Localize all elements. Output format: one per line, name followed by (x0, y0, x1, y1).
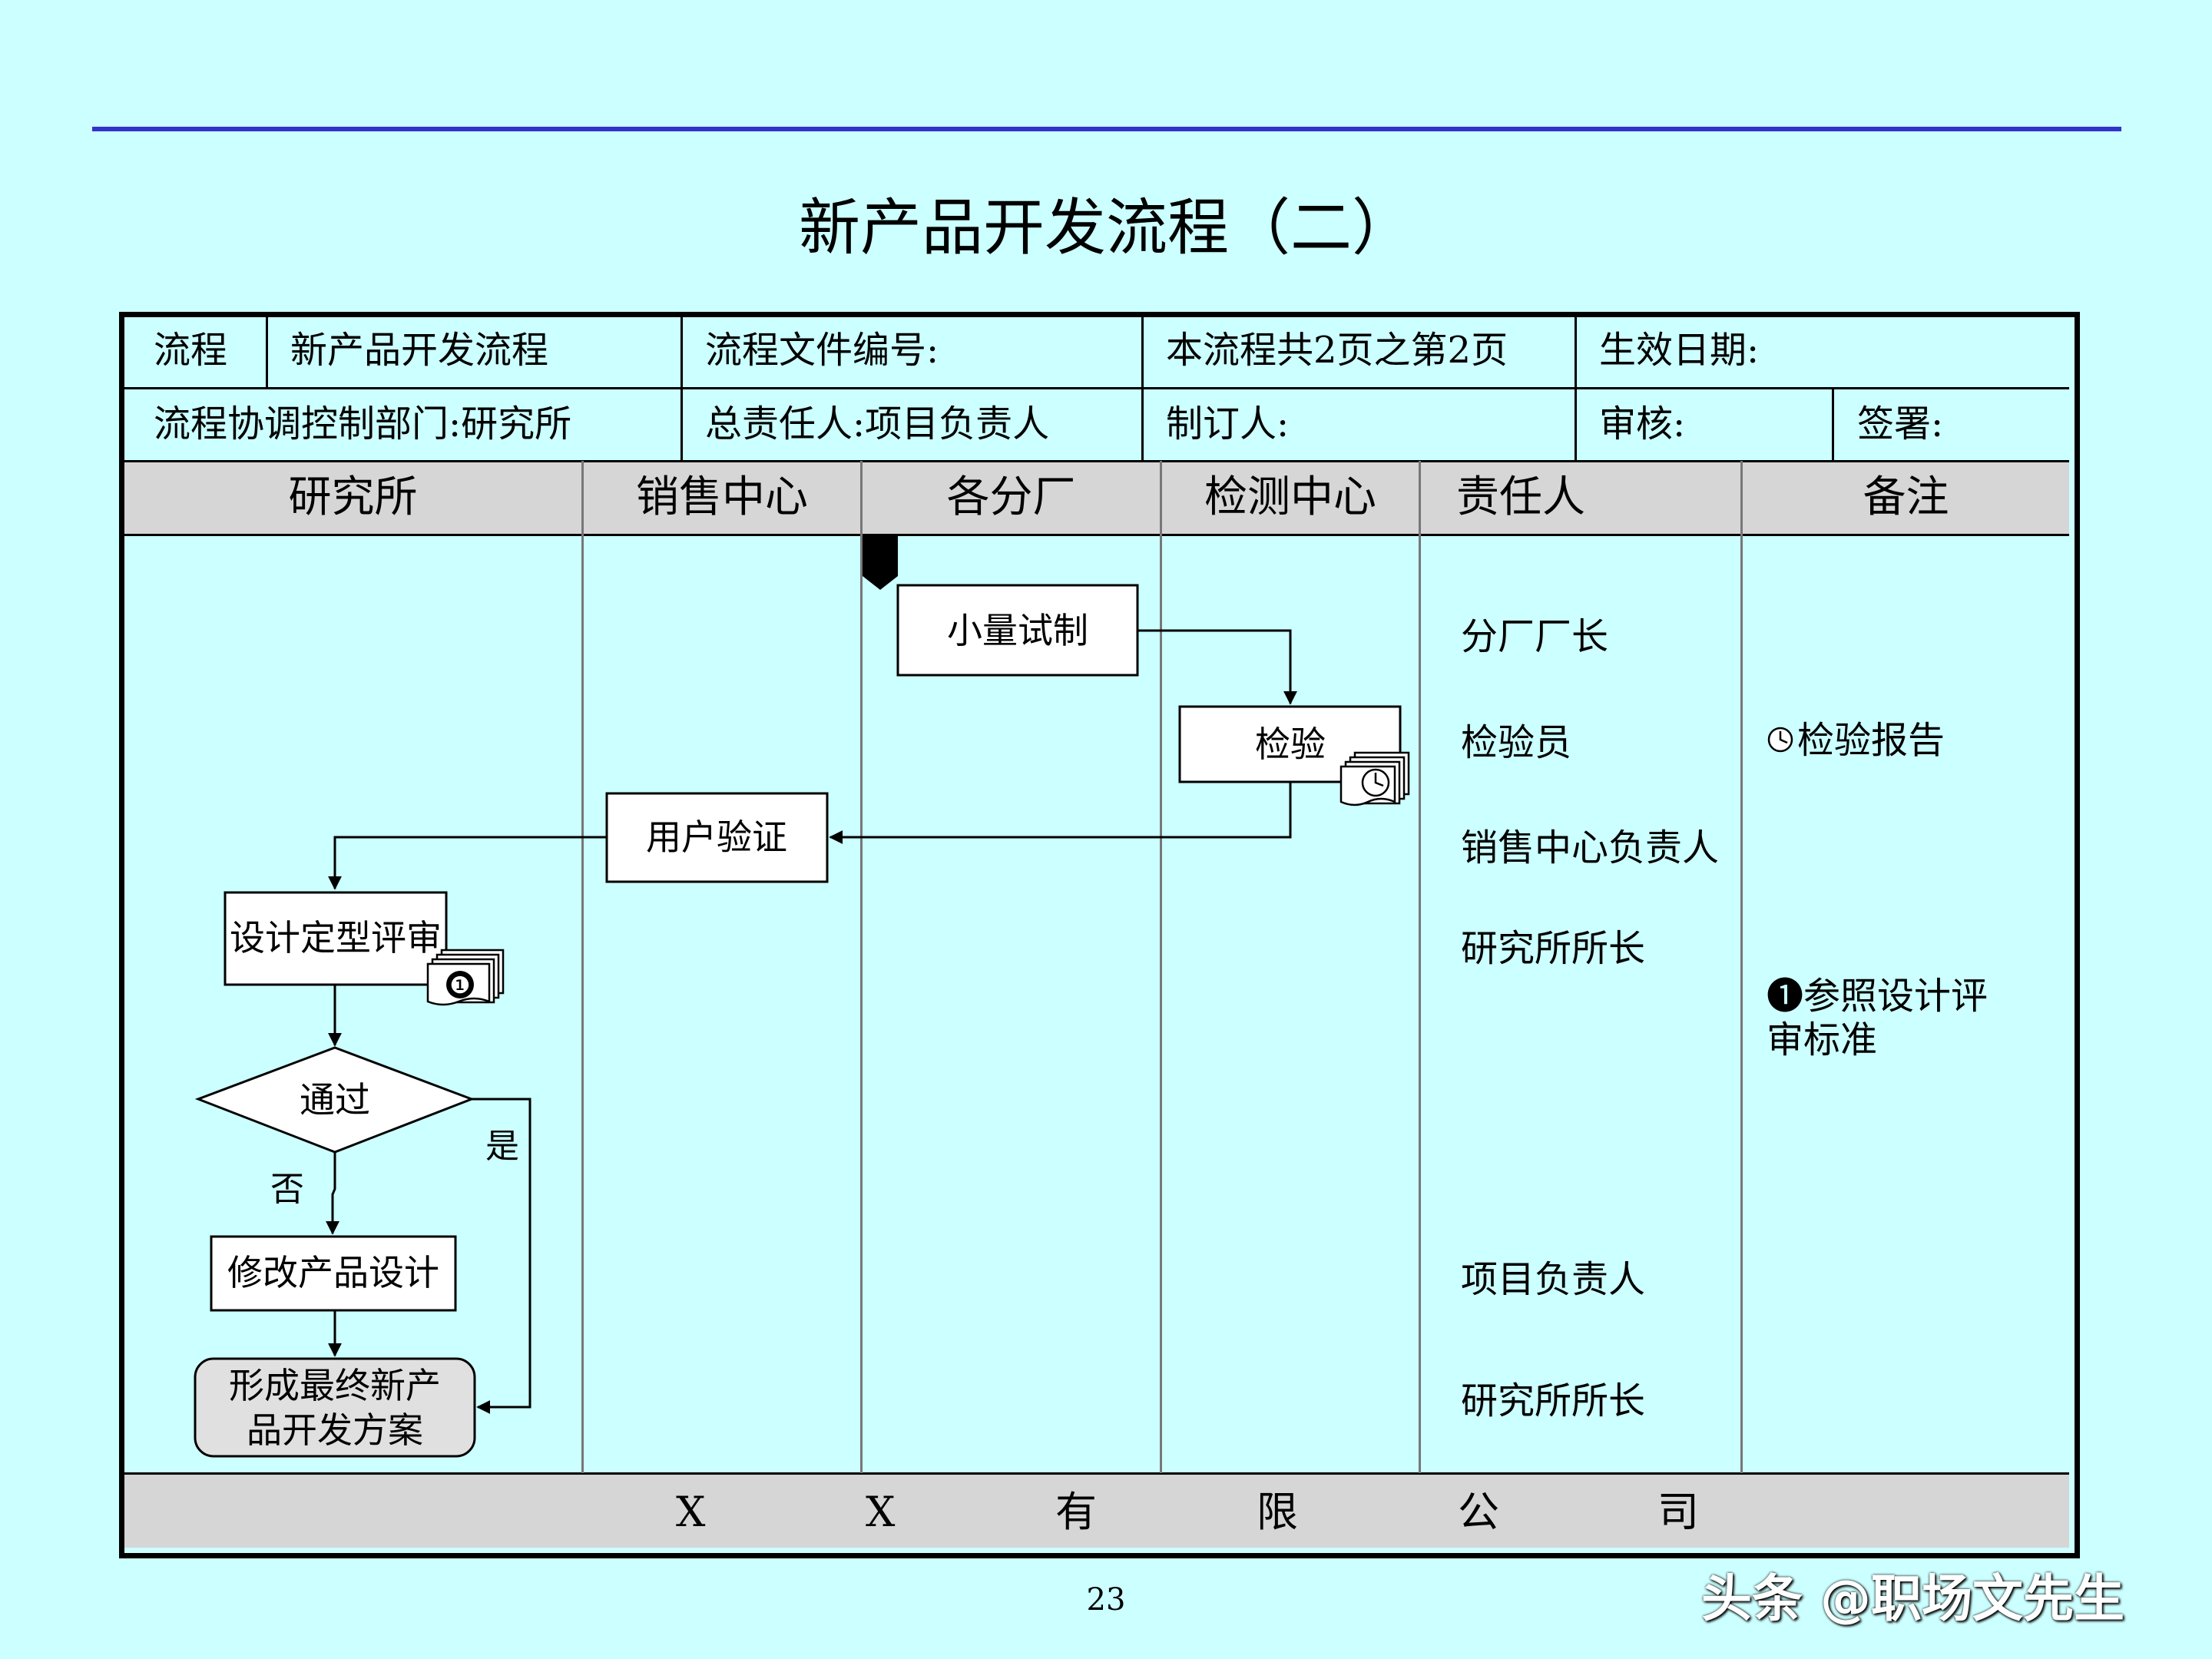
lane-divider (1419, 461, 1421, 1473)
page-number: 23 (1086, 1582, 1126, 1618)
info-page-count: 本流程共2页之第2页 (1166, 329, 1508, 372)
report-document-icon (1339, 751, 1410, 806)
footer-char: 限 (1257, 1488, 1298, 1536)
info-process-name: 新产品开发流程 (290, 329, 549, 372)
node-modify-box (210, 1235, 457, 1312)
info-effective-date: 生效日期: (1599, 329, 1760, 372)
node-modify-label: 修改产品设计 (227, 1252, 439, 1293)
footer-band (124, 1475, 2069, 1548)
branch-yes-label: 是 (485, 1127, 519, 1166)
responsible-inspector: 检验员 (1461, 721, 1572, 764)
design-standard-document-icon: ❶ (426, 949, 505, 1006)
lane-header-sales: 销售中心 (636, 472, 808, 522)
clock-icon (1767, 727, 1793, 753)
footer-top-line (124, 1472, 2069, 1475)
node-trial-box (896, 584, 1139, 677)
responsible-factory-head: 分厂厂长 (1461, 615, 1609, 658)
lane-header-band (124, 462, 2069, 535)
responsible-sales-head: 销售中心负责人 (1461, 826, 1720, 869)
node-final-label-line1: 形成最终新产 (229, 1365, 441, 1406)
lane-divider (1740, 461, 1743, 1473)
connector-inspect-to-verify (829, 782, 1292, 844)
footer-char: 司 (1657, 1488, 1699, 1536)
lane-header-responsible: 责任人 (1456, 472, 1585, 522)
remark-inspection-report: 检验报告 (1797, 719, 1945, 762)
lane-divider (1160, 461, 1162, 1473)
footer-char: X (866, 1488, 896, 1536)
node-inspect-box (1178, 705, 1402, 783)
node-design-review-label: 设计定型评审 (230, 917, 442, 959)
responsible-project-lead: 项目负责人 (1461, 1258, 1646, 1301)
info-process-label: 流程 (154, 329, 228, 372)
lane-header-testing: 检测中心 (1204, 472, 1376, 522)
info-control-dept: 流程协调控制部门:研究所 (154, 402, 572, 445)
info-row-divider (124, 387, 2069, 389)
node-user-verify-label: 用户验证 (646, 816, 787, 858)
node-design-review-box (224, 891, 448, 986)
footer-char: 公 (1458, 1488, 1499, 1536)
node-pass-decision (194, 1046, 475, 1154)
info-divider (1575, 317, 1577, 461)
remark-design-reference-line2: 审标准 (1767, 1018, 1878, 1061)
node-final-box (194, 1357, 476, 1458)
header-bottom-line (124, 534, 2069, 536)
footer-char: X (676, 1488, 706, 1536)
responsible-institute-head-final: 研究所所长 (1461, 1379, 1646, 1422)
lane-header-research: 研究所 (288, 472, 418, 522)
node-user-verify-box (605, 792, 829, 883)
lane-divider (860, 461, 863, 1473)
marker-number: ❶ (450, 972, 471, 999)
footer-char: 有 (1055, 1488, 1097, 1536)
info-divider (266, 317, 268, 388)
info-divider (680, 317, 683, 461)
flowchart-frame (119, 312, 2080, 1558)
info-divider (1832, 388, 1834, 461)
info-reviewer: 审核: (1599, 402, 1686, 445)
responsible-institute-head: 研究所所长 (1461, 927, 1646, 970)
remark-design-reference-line1: ❶参照设计评 (1767, 975, 1988, 1018)
page-title: 新产品开发流程（二） (799, 192, 1413, 263)
lane-header-remarks: 备注 (1863, 472, 1949, 522)
node-final-label-line2: 品开发方案 (247, 1409, 423, 1451)
connector-verify-to-review (328, 836, 607, 890)
node-pass-label: 通过 (300, 1079, 370, 1121)
node-inspect-label: 检验 (1255, 724, 1326, 765)
branch-no-label: 否 (270, 1170, 304, 1209)
lane-divider (581, 461, 584, 1473)
connector-trial-to-inspect (1137, 629, 1297, 705)
info-owner: 总责任人:项目负责人 (705, 402, 1050, 445)
info-divider (1141, 317, 1144, 461)
lane-header-factory: 各分厂 (946, 472, 1076, 522)
node-trial-label: 小量试制 (947, 610, 1088, 651)
connector-no-branch (326, 1152, 339, 1235)
watermark: 头条 @职场文先生 (1701, 1569, 2124, 1628)
info-signature: 签署: (1857, 402, 1944, 445)
connector-yes-branch (472, 1098, 531, 1414)
off-page-connector (863, 535, 898, 590)
info-file-number: 流程文件编号: (705, 329, 939, 372)
header-top-line (124, 460, 2069, 462)
info-author: 制订人: (1166, 402, 1290, 445)
top-rule (92, 127, 2121, 131)
